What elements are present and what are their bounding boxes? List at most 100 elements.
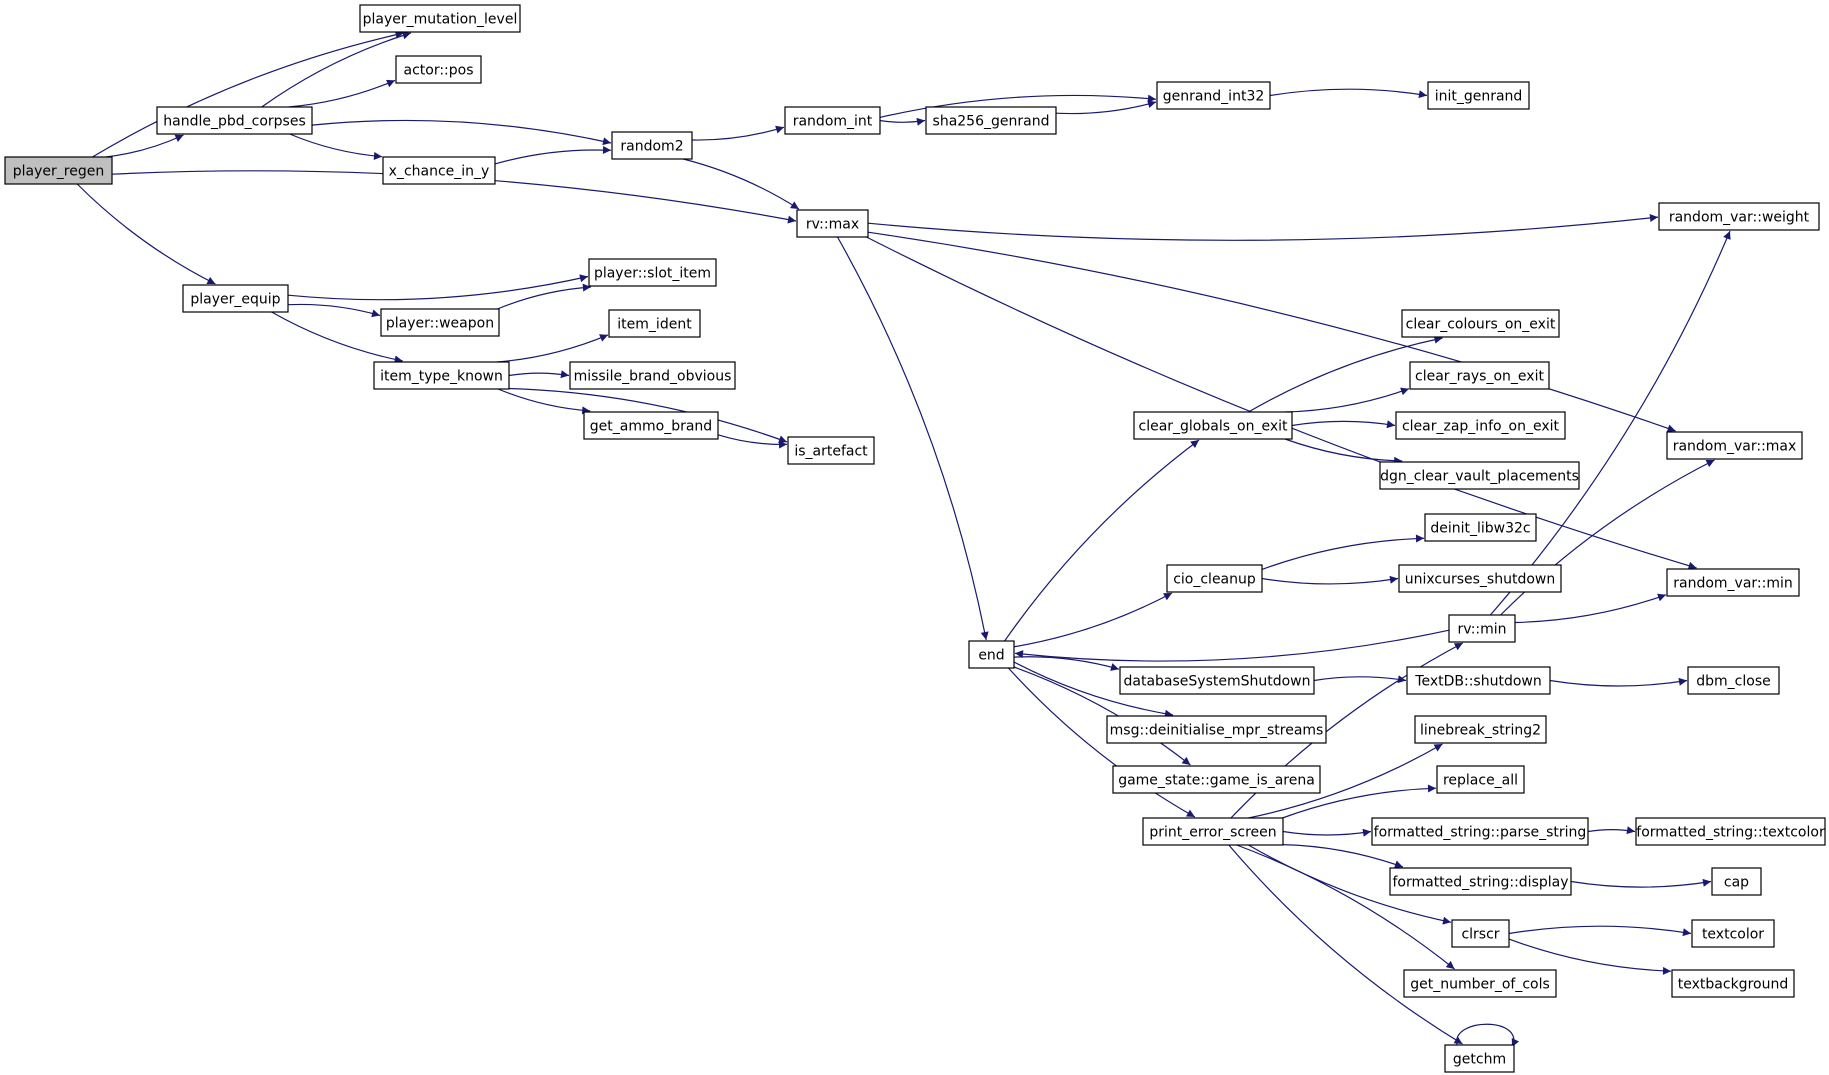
node-sha256_genrand[interactable]: sha256_genrand: [925, 106, 1057, 135]
node-label: player_equip: [190, 292, 280, 308]
node-label: rv::min: [1457, 622, 1506, 638]
node-player_slot_item[interactable]: player::slot_item: [588, 258, 717, 287]
edge-clrscr-to-textcolor: [1508, 925, 1692, 937]
node-unixcurses_shutdown[interactable]: unixcurses_shutdown: [1398, 564, 1562, 593]
edge-clear_globals_on_exit-to-dgn_clear_vault_placements: [1284, 438, 1403, 465]
edge-item_type_known-to-get_ammo_brand: [497, 388, 591, 415]
node-label: clear_colours_on_exit: [1406, 317, 1556, 333]
edge-random_int-to-sha256_genrand: [879, 117, 926, 126]
node-player_equip[interactable]: player_equip: [182, 284, 289, 313]
edge-sha256_genrand-to-genrand_int32: [1055, 100, 1157, 115]
node-print_error_screen[interactable]: print_error_screen: [1142, 817, 1284, 846]
node-textcolor[interactable]: textcolor: [1691, 919, 1775, 948]
node-label: dgn_clear_vault_placements: [1380, 469, 1579, 485]
node-random2[interactable]: random2: [611, 131, 693, 160]
node-replace_all[interactable]: replace_all: [1436, 765, 1525, 794]
node-dgn_clear_vault_placements[interactable]: dgn_clear_vault_placements: [1379, 461, 1580, 490]
node-missile_brand_obvious[interactable]: missile_brand_obvious: [569, 361, 736, 390]
edge-clear_globals_on_exit-to-clear_zap_info_on_exit: [1291, 420, 1396, 429]
node-label: unixcurses_shutdown: [1405, 572, 1556, 588]
node-item_type_known[interactable]: item_type_known: [373, 361, 510, 390]
edge-end-to-msg_deinit: [1013, 661, 1174, 718]
node-deinit_libw32c[interactable]: deinit_libw32c: [1424, 513, 1537, 542]
node-end[interactable]: end: [968, 640, 1015, 669]
node-label: get_ammo_brand: [590, 419, 712, 435]
node-random_int[interactable]: random_int: [784, 106, 881, 135]
node-label: formatted_string::display: [1392, 875, 1568, 891]
edge-end-to-print_error_screen: [1007, 667, 1196, 818]
node-fs_textcolor[interactable]: formatted_string::textcolor: [1635, 817, 1826, 846]
node-handle_pbd_corpses[interactable]: handle_pbd_corpses: [156, 106, 313, 135]
node-player_weapon[interactable]: player::weapon: [380, 308, 500, 337]
edge-end-to-game_is_arena: [1013, 666, 1191, 766]
node-random_var_max[interactable]: random_var::max: [1666, 431, 1803, 460]
node-is_artefact[interactable]: is_artefact: [787, 436, 875, 465]
node-box: [182, 284, 289, 313]
node-textdb_shutdown[interactable]: TextDB::shutdown: [1406, 666, 1551, 695]
node-getchm[interactable]: getchm: [1444, 1044, 1515, 1073]
node-linebreak_string2[interactable]: linebreak_string2: [1414, 715, 1547, 744]
edge-player_regen-to-player_equip: [76, 183, 216, 285]
node-get_ammo_brand[interactable]: get_ammo_brand: [583, 411, 719, 440]
node-clear_globals_on_exit[interactable]: clear_globals_on_exit: [1133, 411, 1293, 440]
node-msg_deinit[interactable]: msg::deinitialise_mpr_streams: [1106, 715, 1327, 744]
node-box: [1671, 969, 1795, 998]
node-fs_parse_string[interactable]: formatted_string::parse_string: [1371, 817, 1589, 846]
edge-fs_display-to-cap: [1570, 878, 1712, 888]
edge-getchm-to-getchm: [1456, 1023, 1519, 1048]
node-box: [608, 309, 701, 338]
node-databaseSystemShutdown[interactable]: databaseSystemShutdown: [1119, 666, 1315, 695]
node-label: actor::pos: [403, 63, 473, 79]
node-box: [787, 436, 875, 465]
edge-random_int-to-genrand_int32: [879, 94, 1157, 118]
node-player_mutation_level[interactable]: player_mutation_level: [359, 4, 521, 33]
node-clear_rays_on_exit[interactable]: clear_rays_on_exit: [1409, 361, 1550, 390]
edge-print_error_screen-to-linebreak_string2: [1248, 743, 1443, 819]
edge-genrand_int32-to-init_genrand: [1269, 88, 1428, 99]
edge-rv_max-to-random_var_max: [867, 231, 1676, 433]
node-actor_pos[interactable]: actor::pos: [395, 55, 482, 84]
node-textbackground[interactable]: textbackground: [1671, 969, 1795, 998]
node-label: player_mutation_level: [363, 12, 518, 28]
node-label: random_var::max: [1673, 439, 1797, 455]
node-label: random_var::min: [1673, 576, 1793, 592]
node-random_var_weight[interactable]: random_var::weight: [1658, 202, 1820, 231]
node-box: [1448, 614, 1516, 643]
edge-databaseSystemShutdown-to-textdb_shutdown: [1313, 675, 1407, 684]
node-label: handle_pbd_corpses: [163, 114, 305, 130]
node-clrscr[interactable]: clrscr: [1451, 919, 1510, 948]
node-clear_zap_info_on_exit[interactable]: clear_zap_info_on_exit: [1395, 411, 1566, 440]
node-fs_display[interactable]: formatted_string::display: [1389, 867, 1572, 896]
node-dbm_close[interactable]: dbm_close: [1687, 666, 1780, 695]
node-init_genrand[interactable]: init_genrand: [1427, 81, 1530, 110]
node-box: [1414, 715, 1547, 744]
node-rv_max[interactable]: rv::max: [796, 209, 869, 238]
node-get_number_of_cols[interactable]: get_number_of_cols: [1403, 969, 1557, 998]
edge-rv_max-to-end: [836, 236, 989, 641]
node-label: rv::max: [806, 217, 859, 233]
node-x_chance_in_y[interactable]: x_chance_in_y: [382, 156, 496, 185]
node-label: x_chance_in_y: [389, 164, 490, 180]
node-label: item_ident: [617, 317, 692, 333]
node-cap[interactable]: cap: [1711, 867, 1762, 896]
node-random_var_min[interactable]: random_var::min: [1666, 568, 1800, 597]
node-game_is_arena[interactable]: game_state::game_is_arena: [1112, 765, 1321, 794]
node-label: end: [978, 648, 1004, 664]
edge-x_chance_in_y-to-random2: [494, 145, 612, 165]
edge-player_weapon-to-player_slot_item: [497, 283, 591, 310]
node-label: item_type_known: [380, 369, 503, 385]
node-box: [1424, 513, 1537, 542]
edge-textdb_shutdown-to-dbm_close: [1549, 677, 1688, 687]
edge-item_type_known-to-is_artefact: [508, 387, 788, 444]
edge-end-to-clear_globals_on_exit: [1004, 439, 1200, 642]
node-box: [968, 640, 1015, 669]
node-genrand_int32[interactable]: genrand_int32: [1156, 81, 1271, 110]
node-label: textcolor: [1702, 927, 1764, 943]
node-clear_colours_on_exit[interactable]: clear_colours_on_exit: [1401, 309, 1560, 338]
node-rv_min[interactable]: rv::min: [1448, 614, 1516, 643]
node-box: [1658, 202, 1820, 231]
node-player_regen[interactable]: player_regen: [4, 156, 113, 185]
node-item_ident[interactable]: item_ident: [608, 309, 701, 338]
node-cio_cleanup[interactable]: cio_cleanup: [1166, 564, 1263, 593]
node-label: linebreak_string2: [1420, 723, 1541, 739]
